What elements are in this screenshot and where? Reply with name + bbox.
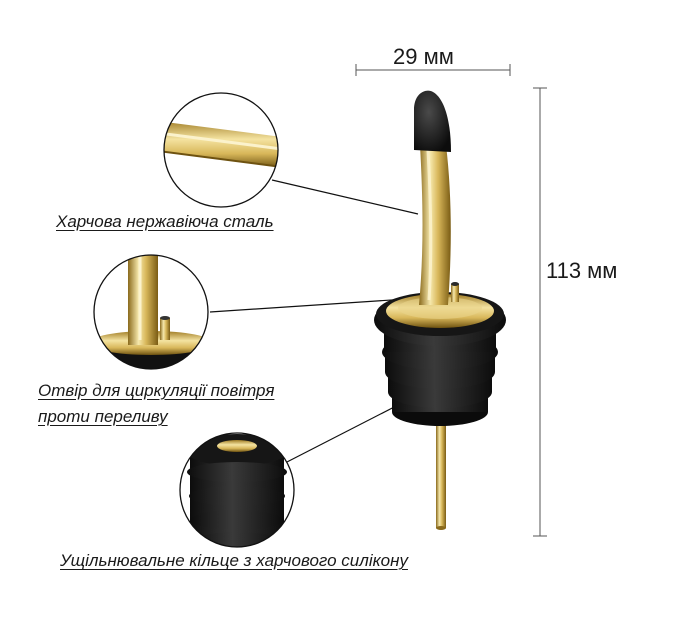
steel-label: Харчова нержавіюча сталь — [56, 212, 274, 231]
width-dimension-label: 29 мм — [393, 44, 454, 69]
seal-label: Ущільнювальне кільце з харчового силікон… — [60, 551, 408, 570]
height-dimension-label: 113 мм — [546, 258, 618, 283]
air-hole — [451, 284, 459, 302]
air-hole-label-line-2: проти переливу — [38, 407, 168, 426]
height-dimension — [533, 87, 547, 537]
width-dimension — [355, 64, 511, 76]
bottle-pourer — [374, 90, 506, 530]
seal-detail-circle — [179, 432, 295, 548]
seal-leader-line — [284, 402, 403, 464]
silicone-seal-rings — [382, 330, 498, 426]
air-tube — [436, 420, 446, 528]
air-hole-detail-circle — [93, 254, 209, 370]
steel-spout — [419, 145, 451, 305]
spout-cap — [414, 90, 451, 152]
steel-detail-circle — [163, 92, 279, 208]
steel-leader-line — [271, 179, 419, 215]
air-hole-label-line-1: Отвір для циркуляції повітря — [38, 381, 275, 400]
